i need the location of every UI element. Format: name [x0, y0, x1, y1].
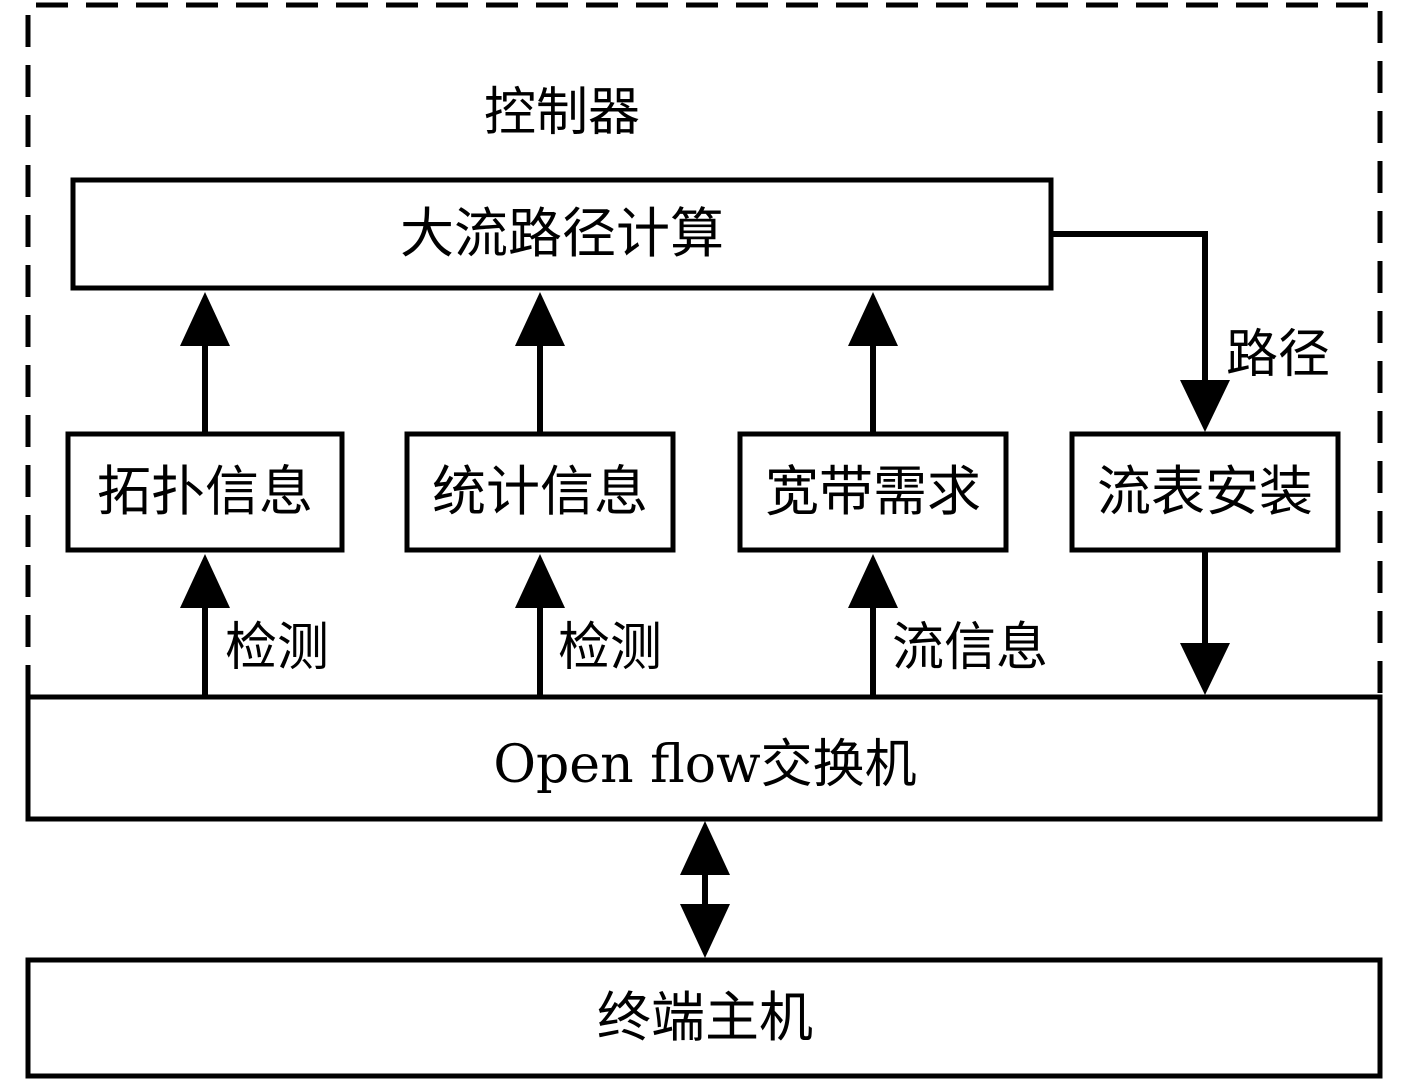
module-box-bandwidth: [737, 431, 1009, 553]
path-calc-label: 大流路径计算: [400, 202, 724, 265]
arrow-bandwidth-to-calc: [848, 292, 898, 434]
module-box-topology: [65, 431, 345, 553]
host-box: [25, 957, 1383, 1079]
flow-install-label: 流表安装: [1097, 460, 1313, 523]
route-label: 路径: [1226, 325, 1330, 385]
switch-label: Open flow交换机: [493, 735, 916, 795]
arrow-flow-install-to-switch: [1180, 550, 1230, 695]
module-label-statistics: 统计信息: [432, 460, 648, 523]
topology-input-label: 检测: [225, 618, 329, 678]
arrow-calc-to-flow-install: [1051, 231, 1230, 432]
module-label-topology: 拓扑信息: [97, 460, 313, 523]
path-calc-box: [70, 177, 1054, 291]
controller-label: 控制器: [484, 83, 640, 143]
arrow-switch-to-topology: [180, 554, 230, 697]
bandwidth-input-label: 流信息: [892, 618, 1048, 678]
arrow-topology-to-calc: [180, 292, 230, 434]
host-label: 终端主机: [597, 986, 813, 1049]
controller-boundary: [25, 2, 1383, 697]
statistics-input-label: 检测: [558, 618, 662, 678]
switch-box: [25, 694, 1383, 822]
arrow-switch-to-bandwidth: [848, 554, 898, 697]
module-label-bandwidth: 宽带需求: [765, 460, 981, 523]
arrow-switch-to-statistics: [515, 554, 565, 697]
arrow-statistics-to-calc: [515, 292, 565, 434]
arrow-switch-host-bidirectional: [680, 821, 730, 958]
